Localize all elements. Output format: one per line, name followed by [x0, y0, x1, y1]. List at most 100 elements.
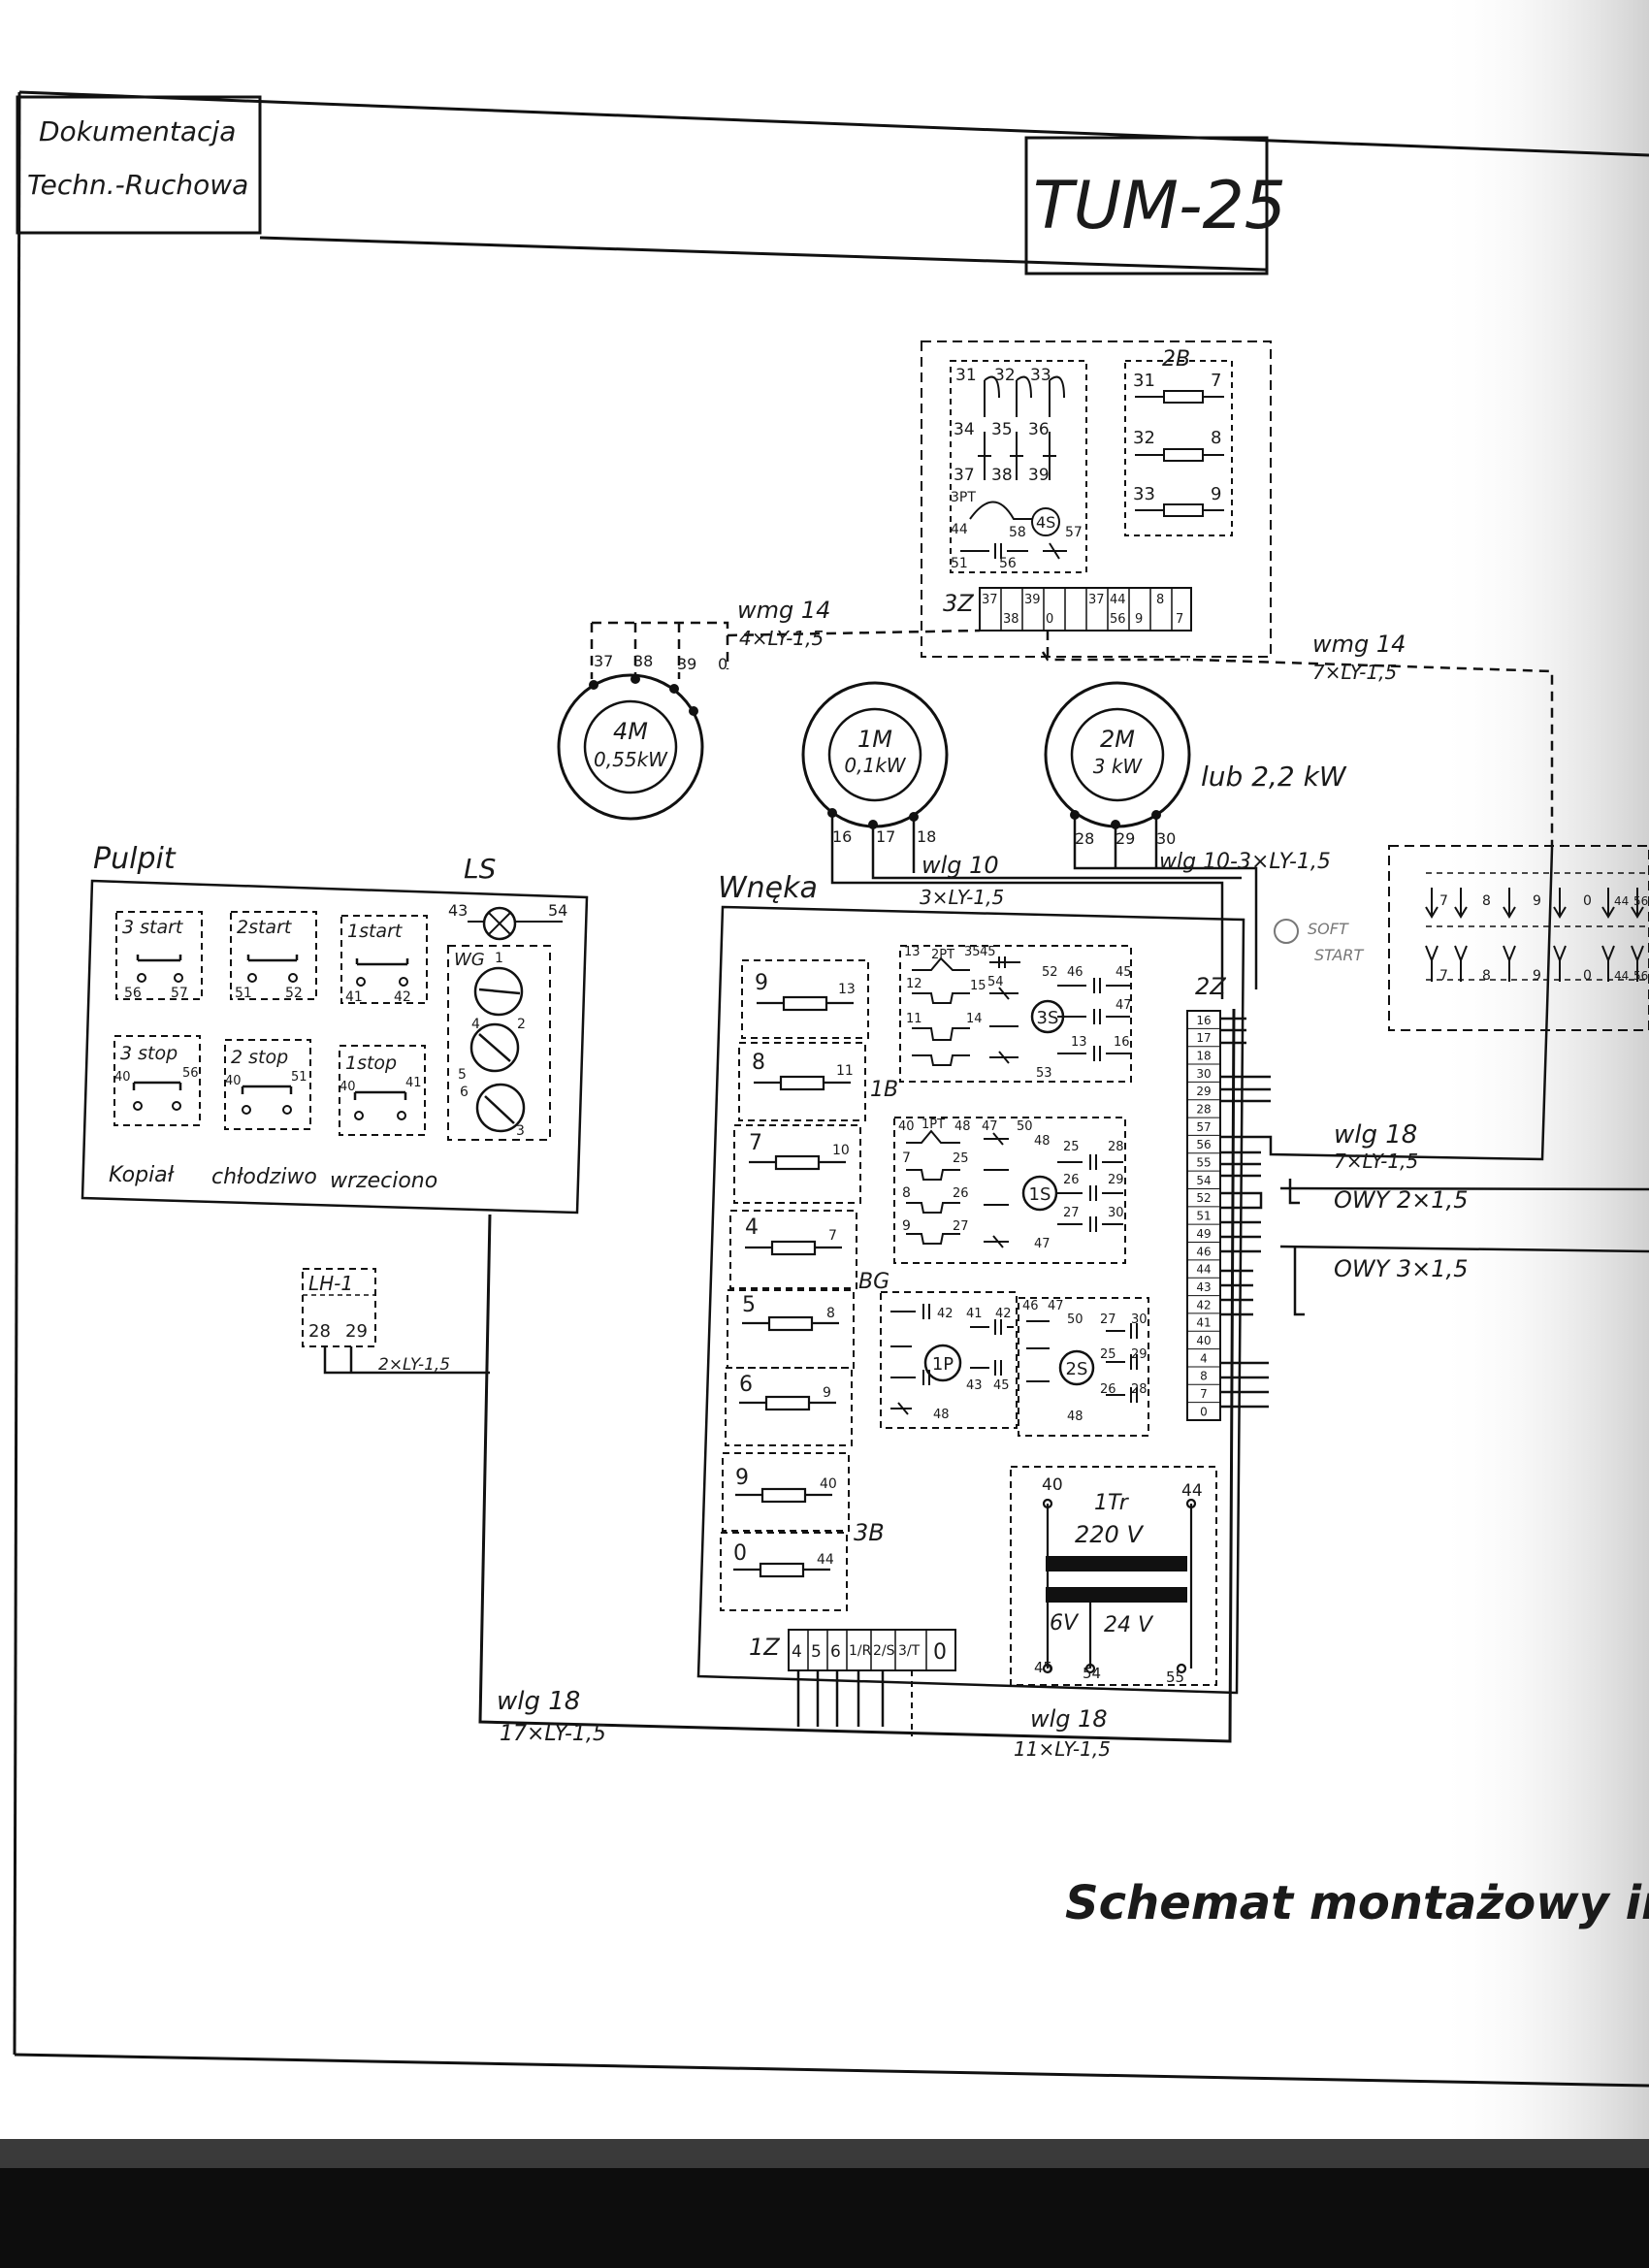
start-1-t1: 41	[345, 989, 363, 1005]
start-1-label: 1start	[347, 921, 404, 942]
fuse-1b-5-out: 8	[826, 1306, 835, 1321]
rt-top-6: 56	[1633, 894, 1648, 908]
c2s-n4: 27	[1100, 1312, 1116, 1327]
t2z-cell-2: 17	[1196, 1031, 1211, 1045]
t3z-cell-3: 39	[1024, 593, 1041, 607]
c1s-n16: 9	[902, 1218, 911, 1234]
main-cable-route	[478, 1008, 1236, 1743]
wneka-cabinet: Wnęka 9 13 8 11 7 10 4 7 5	[696, 871, 1245, 1736]
lh1-label: LH-1	[308, 1272, 353, 1295]
contact-bot-2: 38	[991, 466, 1013, 485]
t3z-cell-2: 38	[1003, 612, 1019, 627]
cable-wlg18-b-spec: 17×LY-1,5	[500, 1722, 606, 1746]
t3z-cell-6: 44	[1110, 593, 1126, 607]
c1s-n15: 30	[1108, 1206, 1124, 1220]
t2z-cell-8: 56	[1196, 1138, 1211, 1151]
c1p-n6: 48	[933, 1408, 950, 1422]
c1p-n2: 41	[966, 1307, 983, 1321]
fuse-block-2b-frame	[1124, 360, 1233, 536]
motor-2m-t1: 28	[1075, 829, 1094, 848]
contact-bot-1: 37	[954, 466, 975, 485]
signal-lamp-icon	[482, 906, 517, 941]
c3s-n11: 16	[1114, 1035, 1130, 1050]
cable-wlg18-c-name: wlg 18	[1030, 1705, 1108, 1733]
contact-top-3: 33	[1030, 366, 1051, 385]
lh1-block: LH-1 28 29 2×LY-1,5	[302, 1268, 490, 1375]
cable-wlg18-b-name: wlg 18	[497, 1687, 580, 1716]
transformer-primary: 220 V	[1075, 1521, 1144, 1548]
c2s-n10: 48	[1067, 1409, 1083, 1424]
start-button-1: 1start 41 42	[340, 915, 428, 1005]
c1s-n6: 28	[1108, 1140, 1124, 1154]
lamp-term-2: 54	[548, 901, 567, 920]
c3s-n1: 13	[904, 945, 921, 959]
rt-top-1: 7	[1439, 893, 1448, 909]
panel-2b-frame	[921, 340, 1272, 658]
c2s-n2: 47	[1048, 1299, 1064, 1313]
p2b-extra-1: 44	[951, 522, 968, 537]
terminal-1z-label: 1Z	[749, 1634, 780, 1661]
coil-3s-label: 3S	[1037, 1008, 1059, 1028]
cable-wmg14-b-route	[1192, 658, 1554, 849]
wg-num-4: 5	[458, 1067, 467, 1083]
contact-bot-3: 39	[1028, 466, 1050, 485]
fuse-1b-2-out: 11	[836, 1063, 854, 1079]
stop-2-t2: 51	[291, 1070, 307, 1085]
stop-1-t2: 41	[405, 1076, 422, 1090]
model-number: TUM-25	[1033, 168, 1286, 244]
t3z-cell-5: 37	[1088, 593, 1105, 607]
start-2-label: 2start	[237, 917, 293, 938]
c2s-n6: 25	[1100, 1347, 1116, 1362]
t2z-cell-20: 4	[1200, 1351, 1208, 1365]
t2z-cell-9: 55	[1196, 1156, 1211, 1170]
c1s-n8: 25	[953, 1151, 969, 1166]
t2z-cell-5: 29	[1196, 1085, 1211, 1098]
title-block-bottom	[259, 236, 1267, 272]
fuse-2b-3-in: 33	[1133, 484, 1155, 504]
c1s-n18: 47	[1034, 1237, 1051, 1251]
fuse-1b-1-in: 9	[755, 971, 768, 995]
c1s-n9: 48	[1034, 1134, 1051, 1149]
c3s-n14: 45	[980, 945, 996, 959]
wg-num-2: 2	[517, 1017, 526, 1032]
soft-start-marker	[1274, 919, 1299, 944]
pulpit-caption-1: Kopiał	[109, 1163, 175, 1187]
start-3-t1: 56	[124, 986, 142, 1001]
start-3-t2: 57	[171, 986, 188, 1001]
motor-1m-t2: 17	[876, 827, 895, 846]
c1s-n12: 8	[902, 1185, 911, 1201]
relay-1pt-label: 1PT	[922, 1118, 945, 1132]
c1s-n11: 29	[1108, 1173, 1124, 1187]
relay-2pt-label: 2PT	[931, 948, 954, 962]
c3s-n2: 12	[906, 977, 922, 991]
t3z-cell-9: 8	[1156, 593, 1164, 607]
cable-wmg14-b-name: wmg 14	[1312, 631, 1406, 658]
stop-2-label: 2 stop	[231, 1047, 288, 1068]
motor-1m: 1M 0,1kW 16 17 18	[801, 681, 949, 846]
t2z-cell-11: 52	[1196, 1191, 1211, 1205]
coil-1p-label: 1P	[932, 1354, 954, 1375]
fuse-1b-4-out: 7	[828, 1228, 837, 1244]
fuse-1b-3-in: 7	[749, 1131, 762, 1155]
motor-2m-power: 3 kW	[1093, 755, 1144, 778]
transformer-core-top	[1046, 1556, 1187, 1571]
panel-2b-label: 2B	[1162, 347, 1190, 372]
doc-title-line2: Techn.-Ruchowa	[27, 169, 248, 201]
drawing-title: Schemat montażowy insta	[1065, 1876, 1649, 1930]
rt-top-2: 8	[1482, 893, 1491, 909]
pulpit-title: Pulpit	[93, 842, 177, 876]
contact-mid-3: 36	[1028, 420, 1050, 439]
motor-4m-t1: 37	[594, 652, 613, 670]
coil-1s-label: 1S	[1029, 1184, 1051, 1205]
contact-mid-1: 34	[954, 420, 975, 439]
c2s-n5: 30	[1131, 1312, 1148, 1327]
motor-2m-alt-power: lub 2,2 kW	[1201, 761, 1347, 793]
stop-1-t1: 40	[340, 1080, 356, 1094]
c1p-n5: 45	[993, 1378, 1010, 1393]
tr-term-bottom-3: 55	[1166, 1669, 1184, 1686]
t2z-cell-12: 51	[1196, 1210, 1211, 1223]
contact-top-1: 31	[955, 366, 977, 385]
label-3b: 3B	[854, 1519, 885, 1546]
c2s-n8: 26	[1100, 1382, 1116, 1397]
title-block-model-box	[1024, 136, 1269, 275]
